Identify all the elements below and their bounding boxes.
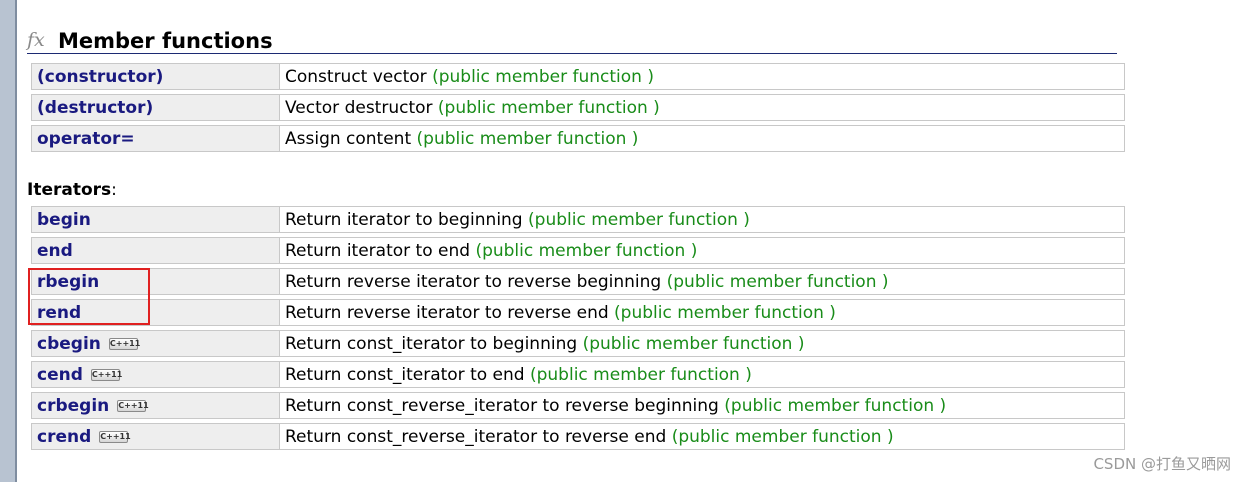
function-kind: (public member function ) xyxy=(614,302,836,323)
description-text: Return const_reverse_iterator to reverse… xyxy=(285,426,667,447)
function-link-operator-assign[interactable]: operator= xyxy=(31,125,279,152)
table-row: rbegin Return reverse iterator to revers… xyxy=(31,268,1125,295)
section-header: fx Member functions xyxy=(27,28,1117,54)
iterators-heading-colon: : xyxy=(111,180,117,200)
function-link-destructor[interactable]: (destructor) xyxy=(31,94,279,121)
table-row: (destructor) Vector destructor (public m… xyxy=(31,94,1125,121)
description-text: Return iterator to beginning xyxy=(285,209,523,230)
cpp11-badge: C++11 xyxy=(90,368,123,381)
table-row: cbegin C++11 Return const_iterator to beg… xyxy=(31,330,1125,357)
table-row: crbegin C++11 Return const_reverse_iterat… xyxy=(31,392,1125,419)
function-description: Return const_iterator to beginning (publ… xyxy=(279,330,1125,357)
description-text: Construct vector xyxy=(285,66,427,87)
iterators-table: begin Return iterator to beginning (publ… xyxy=(31,202,1125,454)
description-text: Return const_iterator to beginning xyxy=(285,333,578,354)
description-text: Return reverse iterator to reverse begin… xyxy=(285,271,662,292)
function-kind: (public member function ) xyxy=(437,97,660,118)
function-description: Return reverse iterator to reverse begin… xyxy=(279,268,1125,295)
table-row: begin Return iterator to beginning (publ… xyxy=(31,206,1125,233)
function-name: crend xyxy=(37,426,92,447)
function-link-begin[interactable]: begin xyxy=(31,206,279,233)
function-link-crbegin[interactable]: crbegin C++11 xyxy=(31,392,279,419)
function-kind: (public member function ) xyxy=(416,128,639,149)
description-text: Return reverse iterator to reverse end xyxy=(285,302,609,323)
function-kind: (public member function ) xyxy=(432,66,654,87)
function-kind: (public member function ) xyxy=(582,333,805,354)
function-description: Vector destructor (public member functio… xyxy=(279,94,1125,121)
function-description: Return iterator to end (public member fu… xyxy=(279,237,1125,264)
function-description: Return reverse iterator to reverse end (… xyxy=(279,299,1125,326)
table-row: cend C++11 Return const_iterator to end (… xyxy=(31,361,1125,388)
left-margin-bar xyxy=(0,0,17,482)
function-description: Construct vector (public member function… xyxy=(279,63,1125,90)
function-kind: (public member function ) xyxy=(529,364,752,385)
function-name: crbegin xyxy=(37,395,110,416)
cpp11-badge: C++11 xyxy=(108,337,141,350)
function-description: Return iterator to beginning (public mem… xyxy=(279,206,1125,233)
description-text: Vector destructor xyxy=(285,97,433,118)
description-text: Return const_iterator to end xyxy=(285,364,525,385)
function-name: cbegin xyxy=(37,333,101,354)
function-description: Return const_iterator to end (public mem… xyxy=(279,361,1125,388)
iterators-heading-label: Iterators xyxy=(27,180,112,200)
function-link-rbegin[interactable]: rbegin xyxy=(31,268,279,295)
function-description: Return const_reverse_iterator to reverse… xyxy=(279,392,1125,419)
function-kind: (public member function ) xyxy=(475,240,698,261)
function-link-crend[interactable]: crend C++11 xyxy=(31,423,279,450)
description-text: Return iterator to end xyxy=(285,240,471,261)
function-link-cbegin[interactable]: cbegin C++11 xyxy=(31,330,279,357)
function-link-end[interactable]: end xyxy=(31,237,279,264)
red-highlight-box xyxy=(28,268,150,325)
function-description: Assign content (public member function ) xyxy=(279,125,1125,152)
table-row: rend Return reverse iterator to reverse … xyxy=(31,299,1125,326)
csdn-watermark: CSDN @打鱼又晒网 xyxy=(1093,455,1231,473)
fx-icon: fx xyxy=(27,29,45,51)
function-description: Return const_reverse_iterator to reverse… xyxy=(279,423,1125,450)
function-kind: (public member function ) xyxy=(671,426,894,447)
cpp11-badge: C++11 xyxy=(117,399,149,412)
table-row: end Return iterator to end (public membe… xyxy=(31,237,1125,264)
table-row: operator= Assign content (public member … xyxy=(31,125,1125,152)
function-kind: (public member function ) xyxy=(666,271,889,292)
member-functions-table: (constructor) Construct vector (public m… xyxy=(31,59,1125,156)
description-text: Return const_reverse_iterator to reverse… xyxy=(285,395,719,416)
iterators-heading: Iterators: xyxy=(27,180,117,200)
cpp11-badge: C++11 xyxy=(99,430,131,443)
table-row: (constructor) Construct vector (public m… xyxy=(31,63,1125,90)
function-link-rend[interactable]: rend xyxy=(31,299,279,326)
table-row: crend C++11 Return const_reverse_iterator… xyxy=(31,423,1125,450)
function-link-cend[interactable]: cend C++11 xyxy=(31,361,279,388)
function-name: cend xyxy=(37,364,83,385)
function-link-constructor[interactable]: (constructor) xyxy=(31,63,279,90)
page-title: Member functions xyxy=(58,29,273,53)
function-kind: (public member function ) xyxy=(528,209,750,230)
description-text: Assign content xyxy=(285,128,412,149)
function-kind: (public member function ) xyxy=(724,395,947,416)
